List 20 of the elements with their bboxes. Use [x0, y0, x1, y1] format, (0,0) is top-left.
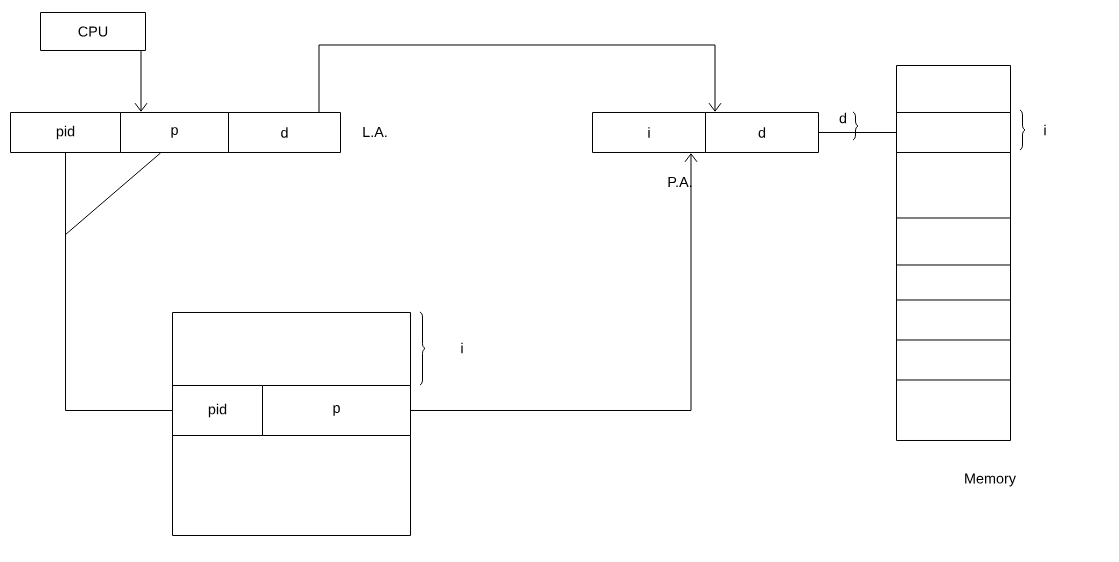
address-cell: d: [705, 112, 819, 153]
offset-label: d: [839, 112, 847, 124]
table-cell: p: [262, 385, 411, 436]
connector: [134, 50, 148, 112]
address-cell: pid: [10, 112, 121, 153]
address-label: L.A.: [363, 127, 387, 137]
address-cell: d: [228, 112, 341, 153]
index-label: i: [1044, 124, 1046, 136]
index-label: i: [461, 342, 463, 354]
cpu-box: CPU: [40, 12, 146, 51]
address-label: P.A.: [668, 177, 692, 187]
memory-label: Memory: [965, 473, 1016, 487]
table-cell: pid: [172, 385, 263, 436]
memory-frame: [896, 112, 1011, 153]
address-cell: i: [592, 112, 706, 153]
connector: [64, 152, 173, 411]
connector: [410, 153, 698, 411]
connector: [318, 44, 722, 113]
address-cell: p: [120, 112, 229, 153]
connector: [818, 132, 897, 133]
